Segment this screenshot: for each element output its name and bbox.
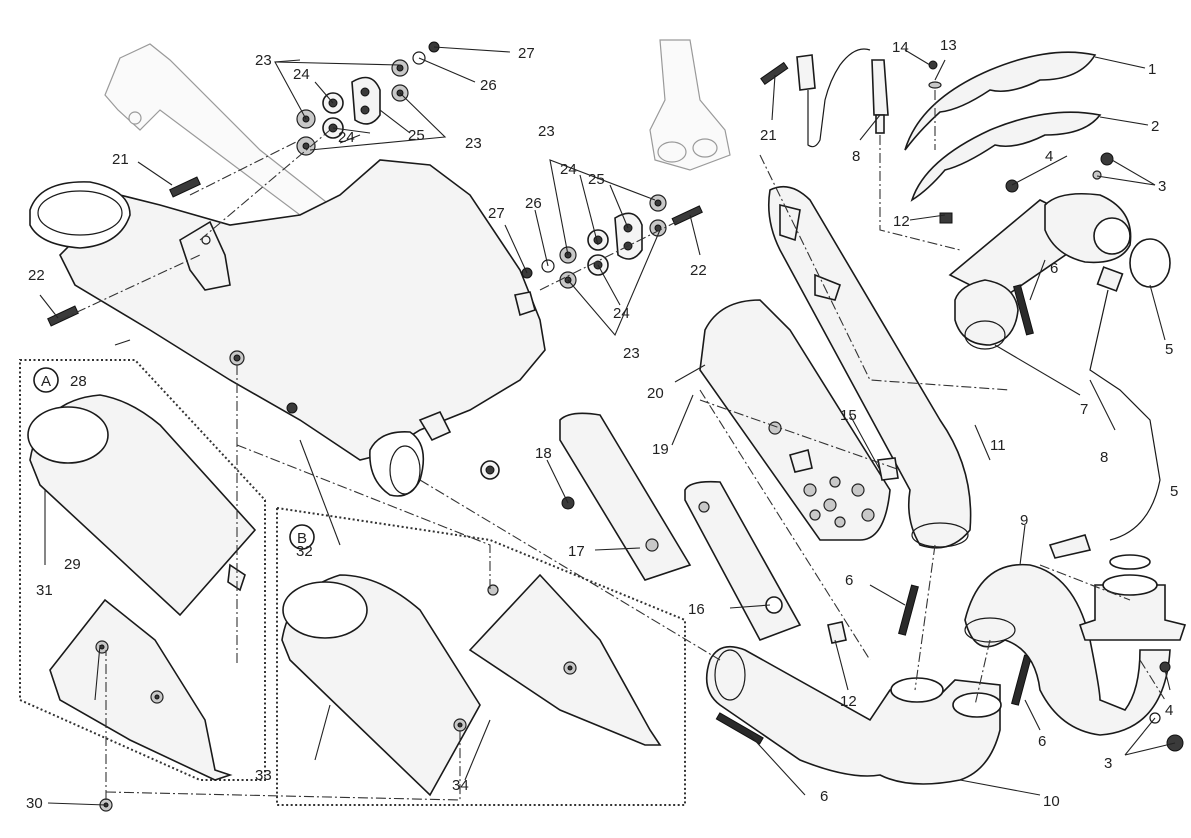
- heat-shield-part-20: [699, 299, 899, 541]
- flange-part-5-lower: [1078, 554, 1187, 752]
- spring-right: [1011, 654, 1032, 706]
- heat-shield-2: [910, 111, 1102, 202]
- collector-pipe-part-10: [705, 645, 1002, 785]
- callout-1: 1: [1148, 61, 1156, 78]
- spring-upper: [1013, 284, 1034, 336]
- callout-22: 22: [28, 267, 45, 284]
- callout-23: 23: [623, 345, 640, 362]
- callout-24: 24: [338, 129, 355, 146]
- callout-5: 5: [1165, 341, 1173, 358]
- callout-32: 32: [296, 543, 313, 560]
- callout-26: 26: [480, 77, 497, 94]
- callout-21: 21: [760, 127, 777, 144]
- spring-middle: [898, 584, 919, 636]
- callout-17: 17: [568, 543, 585, 560]
- heat-shield-1: [904, 51, 1097, 151]
- callout-28: 28: [70, 373, 87, 390]
- callout-23: 23: [465, 135, 482, 152]
- callout-25: 25: [408, 127, 425, 144]
- bracket-clips: [827, 621, 847, 644]
- callout-19: 19: [652, 441, 669, 458]
- frame-bracket-left: [104, 43, 332, 216]
- callout-12: 12: [840, 693, 857, 710]
- callout-9: 9: [1020, 512, 1028, 529]
- variant-a-box: A: [19, 359, 266, 781]
- variant-b-box: B: [276, 506, 686, 806]
- end-cap-part-33: [281, 574, 481, 797]
- callout-31: 31: [36, 582, 53, 599]
- end-cap-part-29: [49, 598, 233, 781]
- callout-23: 23: [255, 52, 272, 69]
- small-fasteners-13-14: [928, 60, 953, 224]
- callout-11: 11: [990, 437, 1006, 454]
- callout-10: 10: [1043, 793, 1060, 810]
- callout-25: 25: [588, 171, 605, 188]
- end-cap-part-34: [468, 573, 662, 746]
- callout-8: 8: [852, 148, 860, 165]
- callout-5: 5: [1170, 483, 1178, 500]
- leader-lines: [39, 46, 1176, 806]
- variant-b-label: B: [297, 530, 307, 547]
- callout-18: 18: [535, 445, 552, 462]
- callout-27: 27: [488, 205, 505, 222]
- gasket-part-5-upper: [1129, 238, 1171, 288]
- callout-24: 24: [613, 305, 630, 322]
- callout-15: 15: [840, 407, 857, 424]
- callout-27: 27: [518, 45, 535, 62]
- muffler-part-28: [29, 159, 546, 497]
- callout-7: 7: [1080, 401, 1088, 418]
- callout-4: 4: [1165, 702, 1173, 719]
- callout-12: 12: [893, 213, 910, 230]
- heat-shield-part-16: [684, 480, 802, 641]
- callout-14: 14: [892, 39, 909, 56]
- callout-24: 24: [293, 66, 310, 83]
- callout-3: 3: [1158, 178, 1166, 195]
- callout-29: 29: [64, 556, 81, 573]
- callout-22: 22: [690, 262, 707, 279]
- end-cap-part-31: [27, 394, 257, 617]
- callout-26: 26: [525, 195, 542, 212]
- callout-30: 30: [26, 795, 43, 812]
- frame-bracket-right: [649, 39, 789, 171]
- lambda-sensor-lower: [1048, 266, 1161, 559]
- callout-4: 4: [1045, 148, 1053, 165]
- callout-6: 6: [820, 788, 828, 805]
- callout-6: 6: [1038, 733, 1046, 750]
- lambda-sensor-top: [796, 48, 889, 148]
- callout-3: 3: [1104, 755, 1112, 772]
- callout-20: 20: [647, 385, 664, 402]
- callout-13: 13: [940, 37, 957, 54]
- callout-33: 33: [255, 767, 272, 784]
- callouts: 1 2 3 3 4 4 5 5 6 6 6 6 7 8 8 9 10 11 12…: [26, 37, 1178, 812]
- callout-2: 2: [1151, 118, 1159, 135]
- callout-34: 34: [452, 777, 469, 794]
- callout-24: 24: [560, 161, 577, 178]
- assembly-lines: [59, 129, 1166, 801]
- callout-6: 6: [845, 572, 853, 589]
- callout-23: 23: [538, 123, 555, 140]
- callout-8: 8: [1100, 449, 1108, 466]
- rubber-mount-group-middle: [521, 194, 703, 289]
- callout-21: 21: [112, 151, 129, 168]
- exhaust-collector-part-7: [948, 152, 1132, 350]
- callout-16: 16: [688, 601, 705, 618]
- callout-6: 6: [1050, 260, 1058, 277]
- variant-a-label: A: [41, 373, 51, 390]
